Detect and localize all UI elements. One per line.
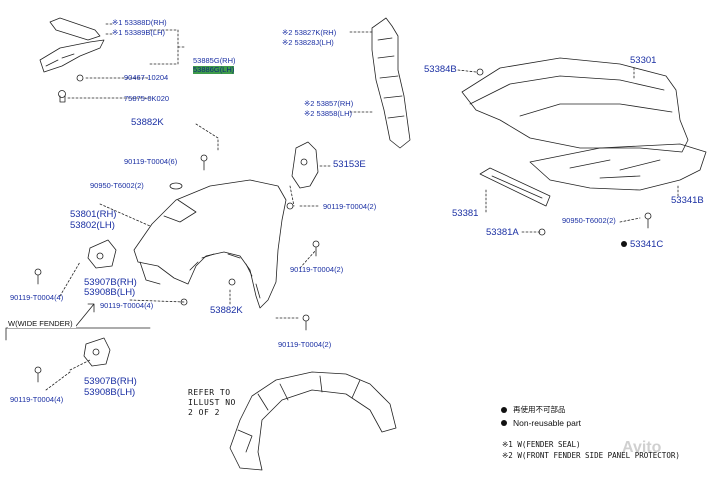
callout-90119-4c: 90119-T0004(4) xyxy=(10,395,64,404)
callout-90119-2b: 90119-T0004(2) xyxy=(290,265,344,274)
callout-53384b: 53384B xyxy=(424,64,457,75)
callout-53908b: 53908B(LH) xyxy=(84,287,136,298)
callout-53882k-bottom: 53882K xyxy=(210,305,243,316)
callout-90467: 90467-10204 xyxy=(124,73,169,82)
callout-53857: ※2 53857(RH) xyxy=(304,99,354,108)
non-reusable-bullet xyxy=(501,420,507,426)
callout-53885g: 53885G(RH) xyxy=(193,56,236,65)
hood-seal-part xyxy=(479,167,551,207)
fender-bracket-part xyxy=(87,239,117,269)
callout-90950-2b: 90950-T6002(2) xyxy=(562,216,616,225)
callout-90950-2: 90950-T6002(2) xyxy=(90,181,144,190)
fender-part xyxy=(133,179,287,309)
callout-90119-2a: 90119-T0004(2) xyxy=(323,202,377,211)
callout-75875: 75875-0K020 xyxy=(124,94,170,103)
callout-90119-2c: 90119-T0004(2) xyxy=(278,340,332,349)
callout-53908b-wide: 53908B(LH) xyxy=(84,387,136,398)
callout-53802: 53802(LH) xyxy=(70,220,115,231)
callout-53801: 53801(RH) xyxy=(70,209,117,220)
callout-53341b: 53341B xyxy=(671,195,704,206)
callout-53827k: ※2 53827K(RH) xyxy=(282,28,337,37)
refer-note-line3: 2 OF 2 xyxy=(188,408,220,417)
callout-53153e: 53153E xyxy=(333,159,366,170)
fender-liner-part xyxy=(229,371,397,471)
callout-53381a: 53381A xyxy=(486,227,519,238)
callout-53882k-top: 53882K xyxy=(131,117,164,128)
watermark-logo: Avito xyxy=(622,439,662,456)
callout-90119-6: 90119-T0004(6) xyxy=(124,157,178,166)
bolt-marks xyxy=(34,154,320,383)
hood-part xyxy=(461,57,689,153)
wide-fender-title: W(WIDE FENDER) xyxy=(8,320,76,328)
callout-53388d: ※1 53388D(RH) xyxy=(112,18,167,27)
refer-note-line1: REFER TO xyxy=(188,388,231,397)
non-reusable-mark xyxy=(621,241,627,247)
legend-note2: ※2 W(FRONT FENDER SIDE PANEL PROTECTOR) xyxy=(502,451,680,460)
callout-53341c: 53341C xyxy=(630,239,664,250)
callout-53858: ※2 53858(LH) xyxy=(304,109,352,118)
fender-seal-part xyxy=(39,17,105,103)
callout-53301: 53301 xyxy=(630,55,657,66)
legend-reusable: 再使用不可部品 xyxy=(513,405,566,414)
reusable-bullet xyxy=(501,407,507,413)
callout-53907b: 53907B(RH) xyxy=(84,277,137,288)
bracket-53153e-part xyxy=(291,141,319,189)
callout-53886g: 53886G(LH) xyxy=(193,65,235,74)
callout-53828j: ※2 53828J(LH) xyxy=(282,38,334,47)
callout-53389b: ※1 53389B(LH) xyxy=(112,28,165,37)
callout-53907b-wide: 53907B(RH) xyxy=(84,376,137,387)
callout-90119-4b: 90119-T0004(4) xyxy=(100,301,154,310)
legend-note1: ※1 W(FENDER SEAL) xyxy=(502,440,581,449)
callout-90119-4a: 90119-T0004(4) xyxy=(10,293,64,302)
refer-note-line2: ILLUST NO xyxy=(188,398,236,407)
legend-non-reusable: Non-reusable part xyxy=(513,418,582,428)
wide-fender-bracket-part xyxy=(83,337,111,367)
hood-insulator-part xyxy=(529,143,707,191)
side-panel-protector-part xyxy=(371,17,411,149)
callout-53381: 53381 xyxy=(452,208,479,219)
